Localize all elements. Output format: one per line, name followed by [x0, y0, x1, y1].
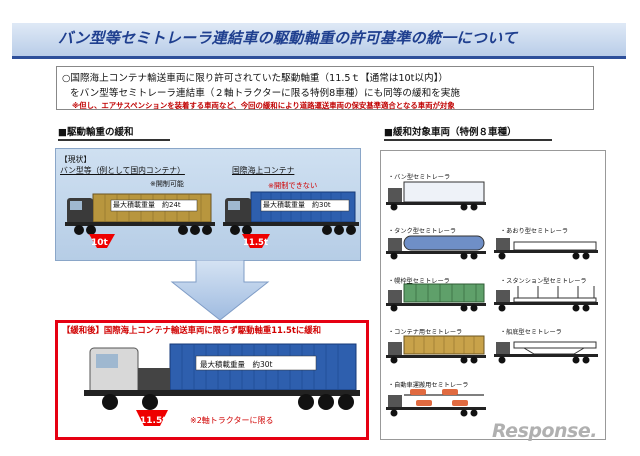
relaxed-truck-illustration: 11.5t [84, 343, 360, 426]
iso-label: 国際海上コンテナ [232, 166, 295, 175]
van-truck [65, 193, 215, 235]
intro-box [56, 66, 594, 110]
iso-axle-arrow [242, 234, 270, 248]
relaxed-axle-arrow [136, 410, 168, 426]
vehicle-label-car-carrier: ・自動車運搬用セミトレーラ [388, 382, 469, 389]
relaxed-note: ※2軸トラクターに限る [190, 416, 274, 425]
iso-cargo-label: 最大積載重量 約30t [263, 201, 331, 209]
vehicle-stanchion-icon [494, 286, 598, 312]
iso-note: ※開制できない [268, 181, 318, 190]
vehicle-label-aori: ・あおり型セミトレーラ [500, 228, 569, 235]
van-axle-value: 10t [91, 238, 109, 248]
van-cargo-label: 最大積載重量 約24t [113, 201, 181, 209]
vehicle-tank-icon [386, 235, 486, 260]
iso-truck [223, 191, 359, 235]
vehicle-car-carrier-icon [386, 389, 486, 417]
vehicle-funazoko-icon [494, 341, 598, 364]
van-label: バン型等（例として国内コンテナ） [60, 166, 185, 175]
intro-note: ※但し、エアサスペンションを装着する車両など、今回の緩和により道路運送車両の保安… [72, 101, 455, 110]
vehicle-aori-icon [494, 238, 598, 260]
current-trucks-illustration: 10t 11.5t [65, 191, 359, 248]
right-heading-underline [384, 139, 552, 141]
relaxed-axle-value: 11.5t [140, 416, 167, 426]
van-note: ※開制可能 [150, 180, 184, 188]
relaxed-cargo-label: 最大積載重量 約30t [200, 360, 273, 369]
vehicle-label-horowaku: ・幌枠型セミトレーラ [388, 278, 450, 285]
relaxed-title: 【緩和後】国際海上コンテナ輸送車両に限らず駆動軸重11.5tに緩和 [62, 325, 321, 335]
right-section-heading: ■緩和対象車両（特例８車種） [384, 127, 517, 138]
vehicle-container-icon [386, 335, 486, 364]
vehicle-label-funazoko: ・船底型セミトレーラ [500, 329, 562, 336]
vehicle-horowaku-icon [386, 283, 486, 312]
left-section-heading: ■駆動輸重の緩和 [58, 127, 134, 138]
left-heading-underline [58, 139, 170, 141]
vehicle-label-tank: ・タンク型セミトレーラ [388, 228, 457, 235]
title-bar [12, 23, 626, 59]
vehicle-label-stanchion: ・スタンション型セミトレーラ [500, 278, 587, 285]
vehicle-label-container: ・コンテナ用セミトレーラ [388, 329, 463, 336]
iso-axle-value: 11.5t [243, 238, 268, 248]
vehicle-van-icon [386, 181, 486, 211]
transition-arrow [170, 260, 270, 321]
page-title: バン型等セミトレーラ連結車の駆動軸重の許可基準の統一について [58, 29, 518, 47]
response-watermark: Response. [492, 420, 597, 442]
current-tag: 【現状】 [60, 155, 92, 164]
vehicle-label-van: ・バン型セミトレーラ [388, 174, 451, 181]
intro-line-1: ○国際海上コンテナ輸送車両に限り許可されていた駆動軸重（11.5ｔ【通常は10t… [62, 73, 448, 84]
van-axle-arrow [89, 234, 115, 248]
intro-line-2: をバン型等セミトレーラ連結車（２軸トラクターに限る特例8車種）にも同等の緩和を実… [70, 88, 460, 99]
